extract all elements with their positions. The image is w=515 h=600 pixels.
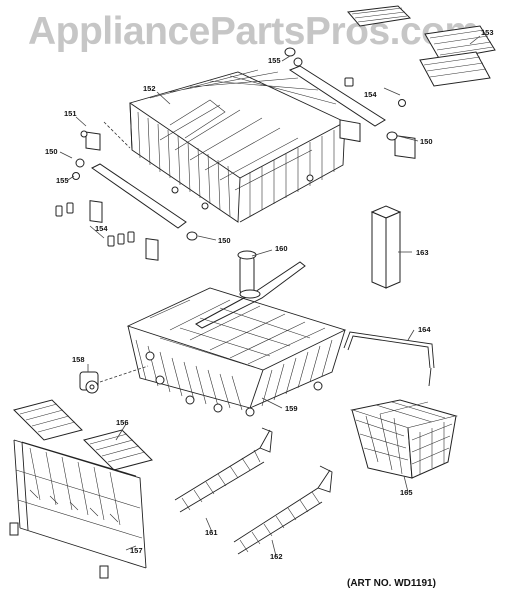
art-number: (ART NO. WD1191) <box>347 578 436 589</box>
leader-dashed-158 <box>99 365 149 383</box>
label-157: 157 <box>130 546 143 555</box>
basket-handle-part-164 <box>343 331 435 387</box>
label-154-left: 154 <box>95 224 108 233</box>
cup-shelf-part-156 <box>13 399 153 471</box>
label-165: 165 <box>400 488 413 497</box>
label-156: 156 <box>116 418 129 427</box>
upper-rail-assembly-left <box>55 130 198 261</box>
label-152: 152 <box>143 84 156 93</box>
label-155-left: 155 <box>56 176 69 185</box>
label-158: 158 <box>72 355 85 364</box>
label-150-right: 150 <box>420 137 433 146</box>
fold-down-tine-part-157 <box>9 439 147 579</box>
leader-lines <box>59 35 481 557</box>
utensil-cup-part-163 <box>370 205 402 289</box>
label-162: 162 <box>270 552 283 561</box>
leader-dashed-151 <box>103 121 131 149</box>
label-160: 160 <box>275 244 288 253</box>
label-150-left: 150 <box>45 147 58 156</box>
label-155-right: 155 <box>268 56 281 65</box>
part-number-labels: 152 151 150 155 154 150 155 154 150 153 … <box>45 28 494 561</box>
silverware-basket-part-165 <box>350 399 458 479</box>
label-153: 153 <box>481 28 494 37</box>
label-151: 151 <box>64 109 77 118</box>
spray-arm-part-160 <box>195 250 306 329</box>
label-164: 164 <box>418 325 431 334</box>
label-150-bottom: 150 <box>218 236 231 245</box>
label-163: 163 <box>416 248 429 257</box>
lower-rack-part-159 <box>126 287 347 417</box>
label-161: 161 <box>205 528 218 537</box>
upper-rack-part-152 <box>128 69 347 223</box>
lower-rack-wheel-part-158 <box>79 371 99 394</box>
label-154-right: 154 <box>364 90 377 99</box>
tine-row-part-161 <box>174 427 273 513</box>
label-159: 159 <box>285 404 298 413</box>
tine-row-part-162 <box>233 465 333 555</box>
upper-rail-assembly-right <box>284 47 416 159</box>
cup-shelf-part-153 <box>347 5 496 87</box>
